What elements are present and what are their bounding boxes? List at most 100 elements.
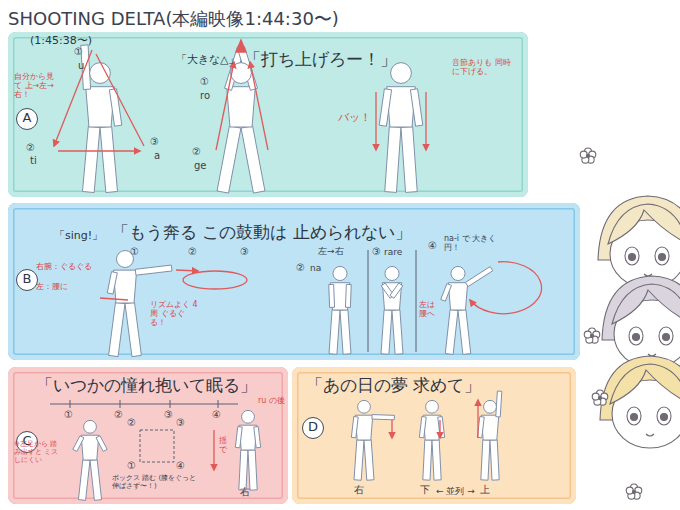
- body-part: [345, 284, 351, 307]
- bangs: [610, 364, 680, 404]
- mouth: [646, 434, 654, 436]
- body-part: [329, 310, 340, 355]
- lyric-line: 「打ち上げろー！」: [244, 50, 397, 70]
- character-heads: [580, 148, 680, 499]
- head: [484, 400, 497, 413]
- triangle-stroke: [58, 150, 140, 151]
- body-part: [90, 460, 102, 501]
- body-part: [340, 310, 351, 355]
- move-note: 左：腰に: [36, 282, 68, 291]
- body-part: [135, 265, 172, 275]
- pupil: [631, 414, 638, 421]
- body-part: [441, 284, 452, 302]
- move-note: 右腕：ぐるぐる: [36, 262, 92, 271]
- pupil: [629, 254, 636, 261]
- pupil: [661, 414, 668, 421]
- callout-number: 右: [354, 484, 364, 496]
- cue-note: 「sing!」: [54, 230, 103, 243]
- flower: [626, 484, 642, 499]
- dancer-figure: [351, 400, 394, 480]
- move-note: バッ！: [338, 112, 371, 125]
- head: [242, 410, 255, 423]
- callout-number: 上: [480, 484, 490, 496]
- chibi-head: [598, 196, 680, 288]
- move-note: rare: [384, 247, 402, 257]
- down-arrow: [425, 92, 426, 150]
- head: [426, 400, 439, 413]
- callout-number: ③: [372, 246, 381, 258]
- body-part: [490, 440, 499, 480]
- body-part: [445, 310, 458, 355]
- callout-number: ②: [127, 417, 136, 429]
- hip-mark: [100, 298, 128, 300]
- flower-center: [632, 490, 635, 493]
- body-part: [329, 284, 335, 307]
- box-step: [140, 430, 174, 462]
- callout-number: ④: [212, 409, 221, 421]
- body-part: [351, 417, 358, 438]
- chibi-head: [600, 356, 680, 448]
- flower-center: [586, 154, 589, 157]
- head: [333, 266, 347, 280]
- body-part: [96, 436, 107, 452]
- body-part: [107, 272, 117, 294]
- head: [231, 63, 252, 84]
- callout-number: ro: [200, 90, 210, 102]
- pupil: [663, 334, 670, 341]
- body-part: [241, 126, 265, 193]
- body-part: [381, 310, 392, 355]
- callout-number: ③: [240, 246, 249, 258]
- callout-number: ①: [200, 76, 209, 88]
- head: [90, 63, 111, 84]
- callout-number: ④: [428, 240, 437, 252]
- dancer-figure: [477, 391, 501, 480]
- callout-number: ①: [127, 460, 136, 472]
- head: [358, 400, 371, 413]
- body-part: [254, 427, 261, 448]
- lyric-line: 「あの日の夢 求めて」: [306, 376, 481, 396]
- big-circle-arrow: [470, 262, 541, 314]
- move-note: na-i で 大きく円！: [444, 234, 508, 252]
- head: [84, 420, 97, 433]
- dancer-figure: [73, 420, 107, 500]
- body-part: [410, 89, 422, 126]
- down-arrow: [391, 420, 392, 438]
- move-note: 自分から見て 上→左→右！: [14, 72, 54, 100]
- body-part: [73, 436, 84, 452]
- section-letter: B: [17, 272, 37, 287]
- eye: [659, 327, 673, 345]
- body-part: [392, 310, 403, 355]
- callout-number: na: [310, 263, 321, 273]
- bangs: [612, 284, 680, 324]
- callout-number: 揺で: [219, 436, 229, 454]
- move-note: 音節ありも 同時に下げる。: [452, 58, 514, 76]
- callout-number: ①: [74, 46, 83, 58]
- apex-mark: [236, 40, 246, 52]
- body-part: [481, 440, 490, 480]
- dancer-figure: [379, 63, 423, 193]
- callout-number: ②: [296, 262, 305, 274]
- body-part: [423, 440, 432, 480]
- dancer-figure: [217, 47, 265, 193]
- flower: [580, 148, 596, 163]
- dancer-figure: [235, 410, 260, 490]
- head: [385, 266, 399, 280]
- body-part: [239, 450, 248, 490]
- body-part: [401, 127, 417, 193]
- point-arrow: [176, 270, 198, 271]
- down-arrow: [375, 92, 376, 150]
- section-badge: A: [16, 108, 38, 130]
- body-part: [109, 302, 125, 356]
- cue-note: (1:45:38〜): [30, 35, 92, 48]
- timeline-ticks: [70, 400, 218, 408]
- callout-number: ③: [176, 417, 185, 429]
- motion-arrows: [54, 40, 541, 470]
- body-part: [227, 87, 256, 127]
- move-note: ru の後: [258, 396, 285, 405]
- body-part: [364, 440, 374, 481]
- flower: [584, 328, 600, 343]
- cue-note: 「大きな△」: [176, 54, 239, 67]
- callout-number: ④: [176, 460, 185, 472]
- head: [451, 266, 465, 280]
- dancer-figure: [419, 400, 444, 480]
